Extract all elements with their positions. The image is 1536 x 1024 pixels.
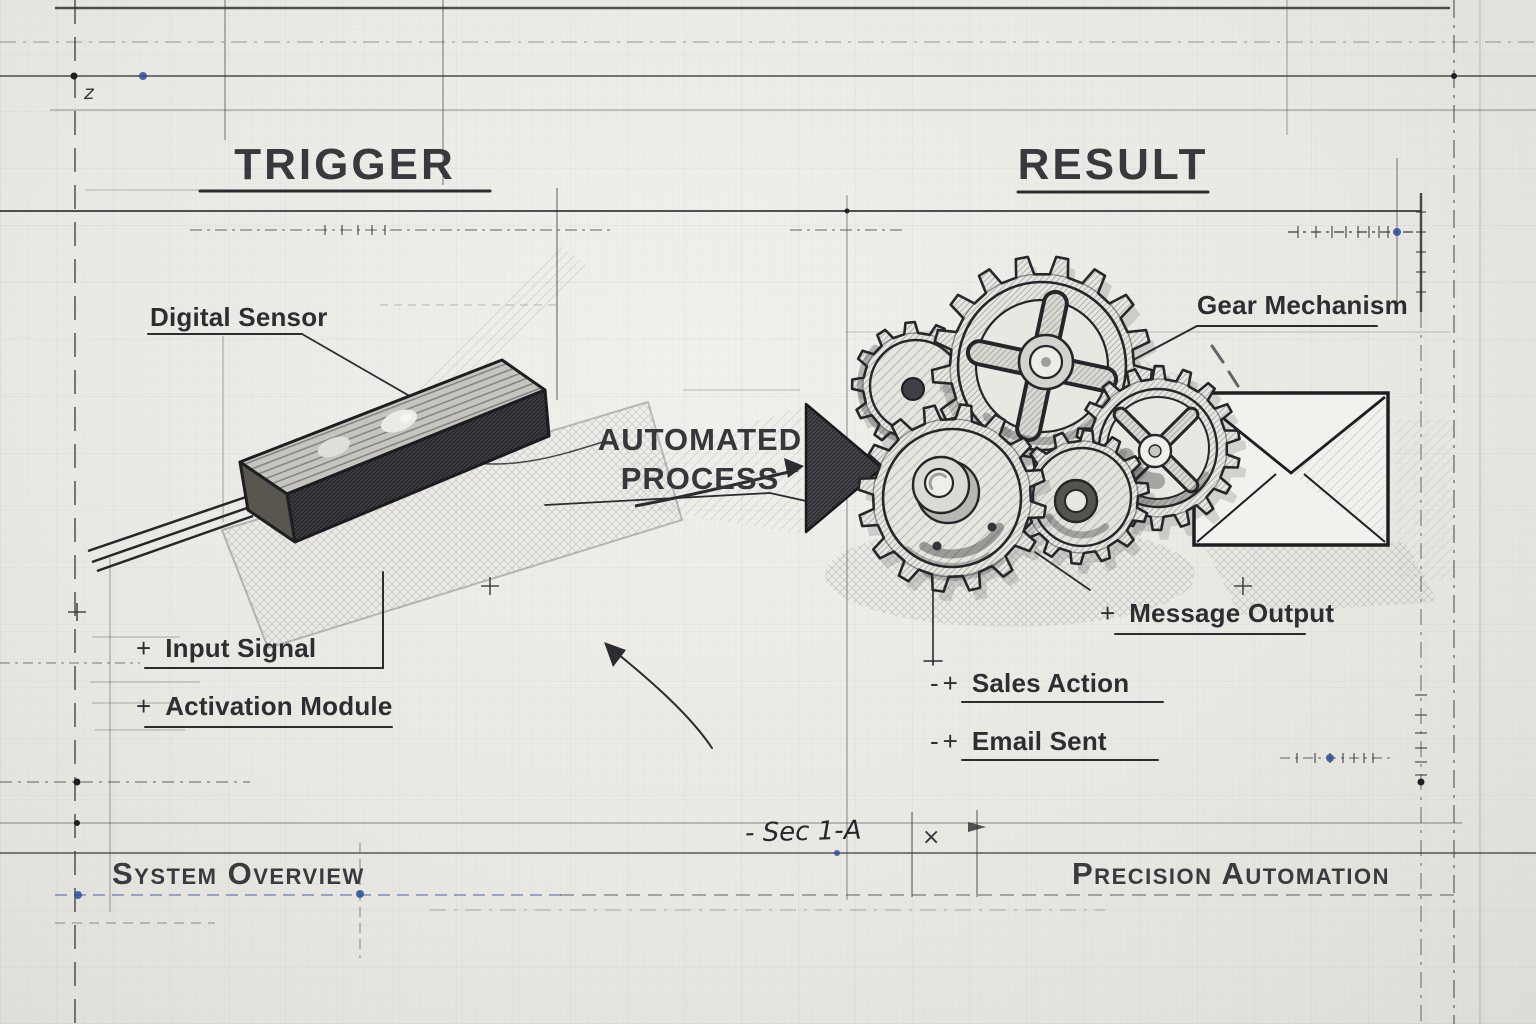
activation-module-text: Activation Module <box>165 691 393 721</box>
message-output-label: + Message Output <box>1100 598 1334 629</box>
input-signal-text: Input Signal <box>165 633 317 663</box>
email-sent-text: Email Sent <box>971 726 1107 756</box>
gear-mechanism-cluster <box>850 255 1247 602</box>
footer-left-title: System Overview <box>112 856 365 891</box>
email-envelope-sketch <box>1192 391 1390 547</box>
sales-action-label: -+ Sales Action <box>930 668 1129 699</box>
trigger-heading: TRIGGER <box>234 140 456 189</box>
result-heading: RESULT <box>1017 140 1209 189</box>
message-output-text: Message Output <box>1129 598 1335 628</box>
dash-plus-mark: -+ <box>930 726 962 756</box>
automated-process-line2: PROCESS <box>620 461 780 496</box>
email-sent-label: -+ Email Sent <box>930 726 1107 757</box>
input-signal-label: + Input Signal <box>136 633 316 664</box>
section-prefix: - <box>744 818 764 849</box>
section-x-mark: × <box>922 825 941 850</box>
process-flow-arrow <box>634 402 884 534</box>
activation-module-label: + Activation Module <box>136 691 392 722</box>
corner-note-mark: z <box>83 81 95 105</box>
dash-plus-mark: -+ <box>930 668 962 698</box>
automated-process-label: AUTOMATED PROCESS <box>565 420 835 498</box>
digital-sensor-sketch <box>238 358 551 544</box>
plus-mark: + <box>136 691 156 721</box>
gear-mechanism-label: Gear Mechanism <box>1197 290 1408 320</box>
digital-sensor-label: Digital Sensor <box>150 302 328 332</box>
leader-arrowhead <box>604 642 626 667</box>
plus-mark: + <box>1100 598 1120 628</box>
sales-action-text: Sales Action <box>971 668 1130 698</box>
footer-right-title: Precision Automation <box>1072 856 1391 891</box>
sensor-wires <box>87 495 254 573</box>
automated-process-line1: AUTOMATED <box>597 422 803 457</box>
plus-mark: + <box>136 633 156 663</box>
section-text: Sec 1-A <box>762 815 862 849</box>
section-label: - Sec 1-A <box>745 815 862 848</box>
